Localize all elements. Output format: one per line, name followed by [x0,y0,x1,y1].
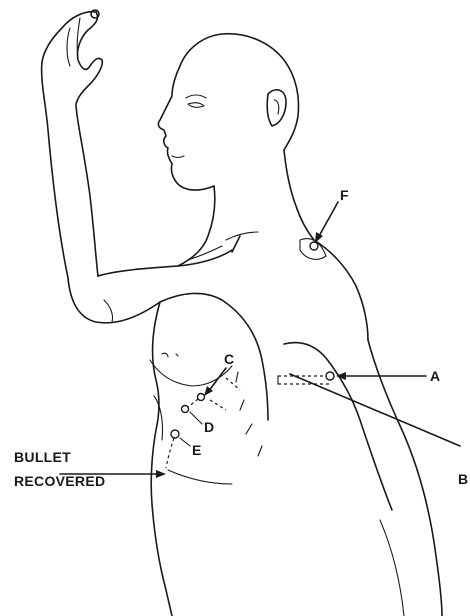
label-a: A [430,368,440,384]
raised-arm [42,10,232,323]
label-b: B [458,471,468,487]
head [158,34,298,190]
label-c: C [224,351,234,367]
label-d: D [204,419,214,435]
wound-f-marker [310,242,318,250]
wound-d-marker [182,406,189,413]
wound-a-marker [326,372,334,380]
label-f: F [340,187,349,203]
wound-c-marker [198,394,205,401]
label-leaders [60,202,460,478]
wound-e-marker [171,430,179,438]
wound-markers [166,242,334,468]
bullet-recovered-line1: BULLET [14,449,71,465]
label-e: E [192,442,201,458]
bullet-recovered-line2: RECOVERED [14,473,105,489]
neck-shoulders [178,150,368,340]
